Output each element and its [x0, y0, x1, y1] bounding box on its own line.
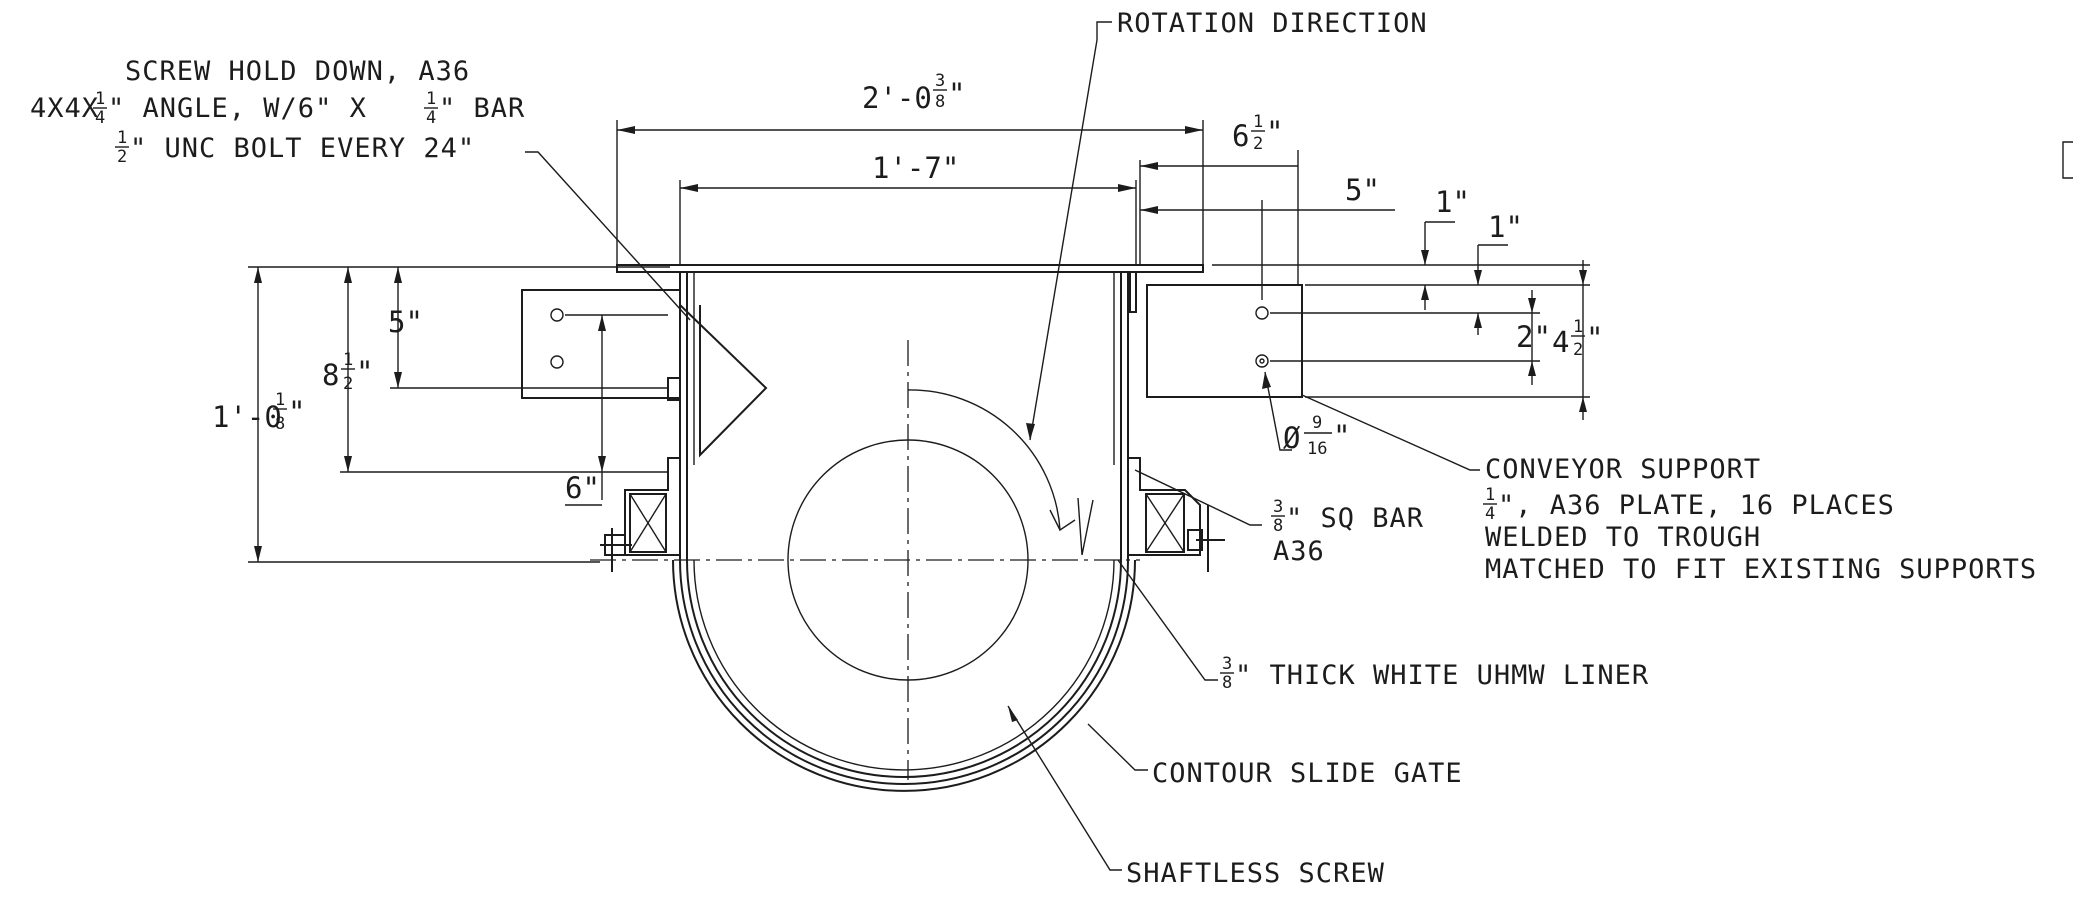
screw-hold-down-callout: SCREW HOLD DOWN, A36 4X4X 1 4 " ANGLE, W…	[30, 56, 525, 167]
sq-bar-callout: 3 8 " SQ BAR A36	[1271, 497, 1424, 567]
right-clamp	[1128, 457, 1225, 572]
dim-left-height-den: 2	[343, 374, 353, 394]
liner-frac-den: 8	[1222, 673, 1232, 693]
screw-hold-down-frac3-den: 2	[117, 147, 127, 167]
screw-hold-down-line3: " UNC BOLT EVERY 24"	[130, 133, 475, 164]
dim-hole-dia-unit: "	[1333, 419, 1350, 453]
dim-hole-spacing: 2"	[1516, 320, 1551, 354]
leader-lines	[525, 21, 1480, 871]
conveyor-support-line1: CONVEYOR SUPPORT	[1485, 454, 1761, 485]
dim-hole-dia-num: 9	[1312, 413, 1322, 433]
screw-hold-down-line2b: " ANGLE, W/6" X	[108, 93, 367, 124]
dim-overall-width-num: 3	[935, 71, 945, 91]
conveyor-support-line2: ", A36 PLATE, 16 PLACES	[1498, 490, 1895, 521]
right-conveyor-support	[1146, 284, 1303, 398]
dim-hole-dia: Ø 9 16 "	[1283, 413, 1350, 459]
screw-hold-down-line1: SCREW HOLD DOWN, A36	[125, 56, 470, 87]
sq-bar-frac-num: 3	[1273, 497, 1283, 517]
dim-left-height-num: 1	[343, 350, 353, 370]
dim-flange-offset-num: 1	[1253, 112, 1263, 132]
dim-flange-offset: 6 1 2 "	[1232, 112, 1283, 154]
dim-inner-width: 1'-7"	[872, 151, 959, 185]
dim-top-1b: 1"	[1488, 210, 1523, 244]
screw-hold-down-frac1-den: 4	[95, 108, 105, 128]
dim-support-height: 4 1 2 "	[1552, 317, 1603, 360]
conveyor-support-line3: WELDED TO TROUGH	[1485, 522, 1761, 553]
left-clamp	[600, 457, 680, 572]
dim-top-1a: 1"	[1435, 185, 1470, 219]
slide-gate-label: CONTOUR SLIDE GATE	[1152, 758, 1463, 789]
screw-hold-down-line2c: " BAR	[439, 93, 525, 124]
dim-overall-width-den: 8	[935, 92, 945, 112]
screw-hold-down-frac2-num: 1	[426, 89, 436, 109]
conveyor-support-line4: MATCHED TO FIT EXISTING SUPPORTS	[1485, 554, 2037, 585]
dim-flange-offset-unit: "	[1266, 115, 1283, 149]
dim-overall-height: 1'-0 1 8 "	[212, 390, 305, 434]
dim-overall-height-num: 1	[275, 390, 285, 410]
dim-support-height-den: 2	[1573, 340, 1583, 360]
rotation-direction-label: ROTATION DIRECTION	[1117, 8, 1428, 39]
liner-frac-num: 3	[1222, 654, 1232, 674]
sq-bar-line2: A36	[1273, 536, 1325, 567]
dim-hole-dia-den: 16	[1307, 439, 1327, 459]
conveyor-support-frac-num: 1	[1485, 485, 1495, 505]
screw-hold-down-frac1-num: 1	[95, 89, 105, 109]
liner-callout: 3 8 " THICK WHITE UHMW LINER	[1220, 654, 1649, 693]
dim-support-height-whole: 4	[1552, 325, 1569, 359]
dim-left-6: 6"	[565, 471, 600, 505]
adjacent-view-edge	[2062, 141, 2073, 179]
conveyor-support-callout: CONVEYOR SUPPORT 1 4 ", A36 PLATE, 16 PL…	[1483, 454, 2037, 585]
shaftless-screw-label: SHAFTLESS SCREW	[1126, 858, 1385, 889]
dim-left-5: 5"	[388, 305, 423, 339]
shaftless-screw-geometry	[590, 340, 1140, 780]
dim-overall-width-unit: "	[948, 77, 965, 111]
dim-overall-height-whole: 1'-0	[212, 400, 282, 434]
dim-hole-offset: 5"	[1345, 173, 1380, 207]
dim-left-height-whole: 8	[322, 358, 339, 392]
dim-overall-height-unit: "	[288, 395, 305, 429]
dim-flange-offset-den: 2	[1253, 134, 1263, 154]
dimension-lines	[248, 120, 1590, 563]
conveyor-support-frac-den: 4	[1485, 504, 1495, 524]
screw-hold-down-frac3-num: 1	[117, 128, 127, 148]
screw-hold-down-line2a: 4X4X	[30, 93, 99, 124]
left-conveyor-support	[521, 289, 768, 458]
dim-flange-offset-whole: 6	[1232, 119, 1249, 153]
screw-hold-down-frac2-den: 4	[426, 108, 436, 128]
dim-left-height: 8 1 2 "	[322, 350, 373, 394]
dim-hole-dia-prefix: Ø	[1283, 421, 1300, 455]
liner-text: " THICK WHITE UHMW LINER	[1235, 660, 1649, 691]
dim-support-height-unit: "	[1586, 321, 1603, 355]
sq-bar-line1: " SQ BAR	[1286, 503, 1424, 534]
trough-body	[616, 264, 1204, 792]
dim-support-height-num: 1	[1573, 317, 1583, 337]
dim-left-height-unit: "	[356, 355, 373, 389]
dim-overall-height-den: 8	[275, 414, 285, 434]
sq-bar-frac-den: 8	[1273, 516, 1283, 536]
dim-overall-width: 2'-0 3 8 "	[862, 71, 965, 115]
dim-overall-width-whole: 2'-0	[862, 81, 932, 115]
